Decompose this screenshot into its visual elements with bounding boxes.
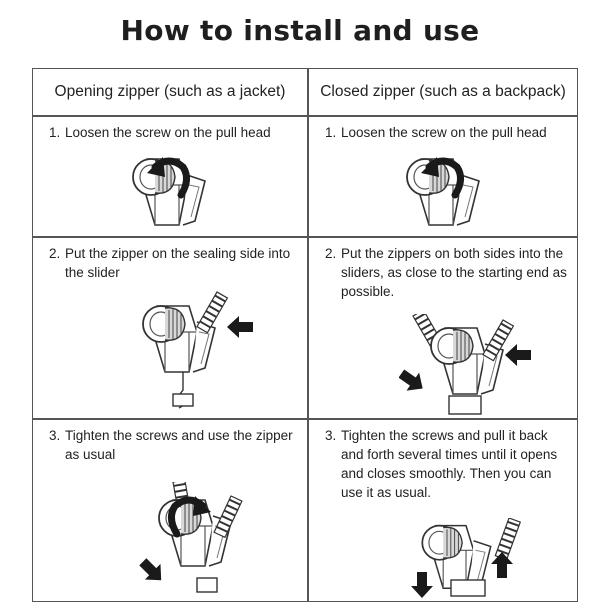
- step-text: 1. Loosen the screw on the pull head: [325, 125, 547, 140]
- step-text: 3. Tighten the screws and use the zipper…: [49, 428, 293, 462]
- cell-closed-step-3: 3. Tighten the screws and pull it back a…: [309, 420, 577, 602]
- page-title: How to install and use: [120, 14, 480, 47]
- tighten-screw-illustration: [135, 482, 243, 593]
- pull-back-and-forth-illustration: [411, 518, 522, 598]
- insert-zipper-illustration: [142, 291, 253, 409]
- row-divider-1: [33, 236, 577, 238]
- insert-both-zippers-illustration: [399, 314, 531, 415]
- step-text: 2. Put the zippers on both sides into th…: [325, 246, 567, 299]
- cell-opening-step-2: 2. Put the zipper on the sealing side in…: [33, 238, 307, 418]
- step-text: 2. Put the zipper on the sealing side in…: [49, 246, 291, 280]
- step-text: 3. Tighten the screws and pull it back a…: [325, 428, 558, 500]
- cell-closed-step-1: 1. Loosen the screw on the pull head: [309, 117, 577, 236]
- column-header-closed: Closed zipper (such as a backpack): [320, 83, 566, 100]
- header-divider: [33, 115, 577, 117]
- loosen-screw-illustration: [406, 147, 480, 226]
- instruction-table: Opening zipper (such as a jacket) Closed…: [32, 68, 578, 602]
- row-divider-2: [33, 418, 577, 420]
- cell-opening-step-1: 1. Loosen the screw on the pull head: [33, 117, 307, 236]
- column-divider: [307, 69, 309, 601]
- column-header-opening: Opening zipper (such as a jacket): [54, 83, 286, 100]
- cell-closed-step-2: 2. Put the zippers on both sides into th…: [309, 238, 577, 418]
- cell-opening-step-3: 3. Tighten the screws and use the zipper…: [33, 420, 307, 602]
- loosen-screw-illustration: [132, 147, 206, 226]
- step-text: 1. Loosen the screw on the pull head: [49, 125, 271, 140]
